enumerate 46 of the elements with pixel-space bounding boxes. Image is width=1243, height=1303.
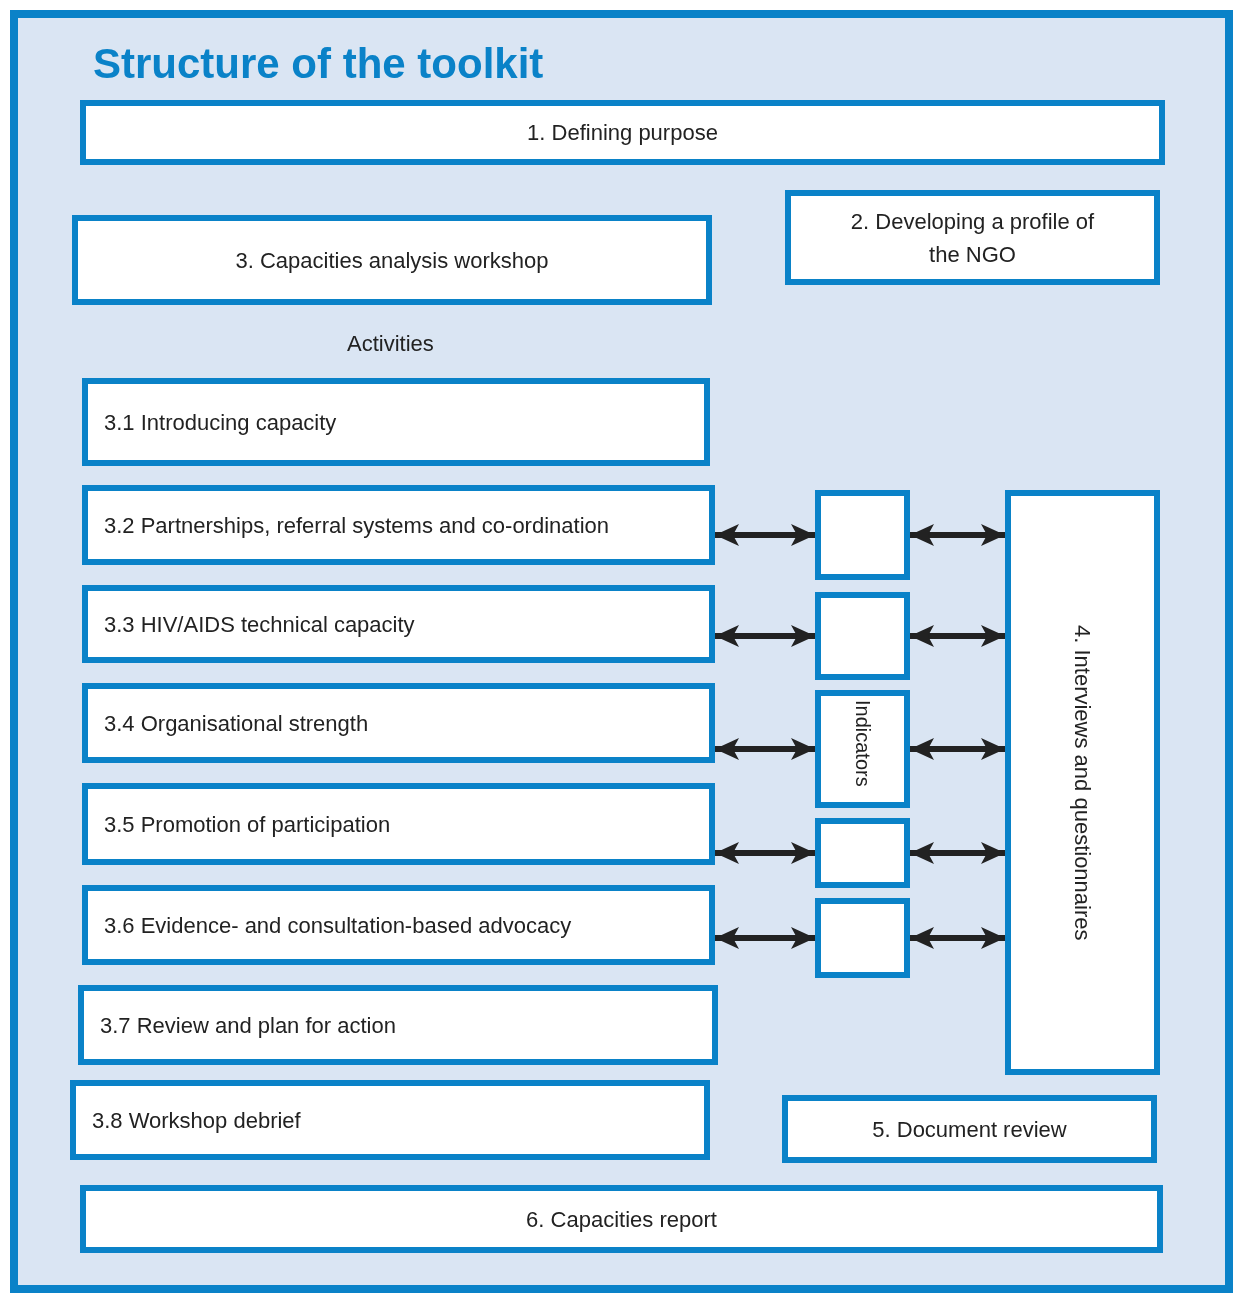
double-arrow bbox=[715, 927, 815, 949]
empty-box bbox=[815, 818, 910, 888]
section-label: Activities bbox=[347, 331, 434, 357]
box-label: 5. Document review bbox=[872, 1115, 1067, 1144]
column-label: Indicators bbox=[851, 700, 875, 787]
empty-box bbox=[815, 690, 910, 808]
double-arrow bbox=[910, 738, 1005, 760]
double-arrow bbox=[715, 842, 815, 864]
process-box bbox=[72, 215, 712, 305]
double-arrow bbox=[910, 524, 1005, 546]
box-label: 3. Capacities analysis workshop bbox=[235, 246, 549, 275]
box-label: 3.5 Promotion of participation bbox=[104, 810, 391, 839]
box-label: 2. Developing a profile of the NGO bbox=[849, 207, 1096, 269]
box-label: 3.6 Evidence- and consultation-based advocacy bbox=[104, 911, 572, 940]
box-label: 1. Defining purpose bbox=[527, 119, 718, 147]
box-label: 3.4 Organisational strength bbox=[104, 709, 369, 738]
empty-box bbox=[815, 592, 910, 680]
process-box bbox=[82, 783, 715, 865]
double-arrow bbox=[910, 927, 1005, 949]
double-arrow bbox=[910, 625, 1005, 647]
process-box bbox=[80, 100, 1165, 165]
process-box bbox=[82, 378, 710, 466]
double-arrow bbox=[910, 842, 1005, 864]
double-arrow bbox=[715, 738, 815, 760]
double-arrow bbox=[715, 625, 815, 647]
process-box bbox=[1005, 490, 1160, 1075]
empty-box bbox=[815, 898, 910, 978]
process-box bbox=[785, 190, 1160, 285]
box-label: 3.7 Review and plan for action bbox=[100, 1011, 396, 1040]
box-label: 3.1 Introducing capacity bbox=[104, 408, 337, 437]
process-box bbox=[82, 585, 715, 663]
title: Structure of the toolkit bbox=[93, 40, 544, 88]
process-box bbox=[82, 885, 715, 965]
process-box bbox=[82, 683, 715, 763]
process-box bbox=[82, 485, 715, 565]
empty-box bbox=[815, 490, 910, 580]
box-label: 3.8 Workshop debrief bbox=[92, 1106, 301, 1135]
double-arrow bbox=[715, 524, 815, 546]
box-label: 4. Interviews and questionnaires bbox=[1069, 624, 1096, 941]
process-box bbox=[70, 1080, 710, 1160]
process-box bbox=[78, 985, 718, 1065]
process-box bbox=[80, 1185, 1163, 1253]
box-label: 6. Capacities report bbox=[526, 1205, 717, 1234]
box-label: 3.2 Partnerships, referral systems and co-ordination bbox=[104, 511, 609, 540]
box-label: 3.3 HIV/AIDS technical capacity bbox=[104, 610, 415, 639]
process-box bbox=[782, 1095, 1157, 1163]
